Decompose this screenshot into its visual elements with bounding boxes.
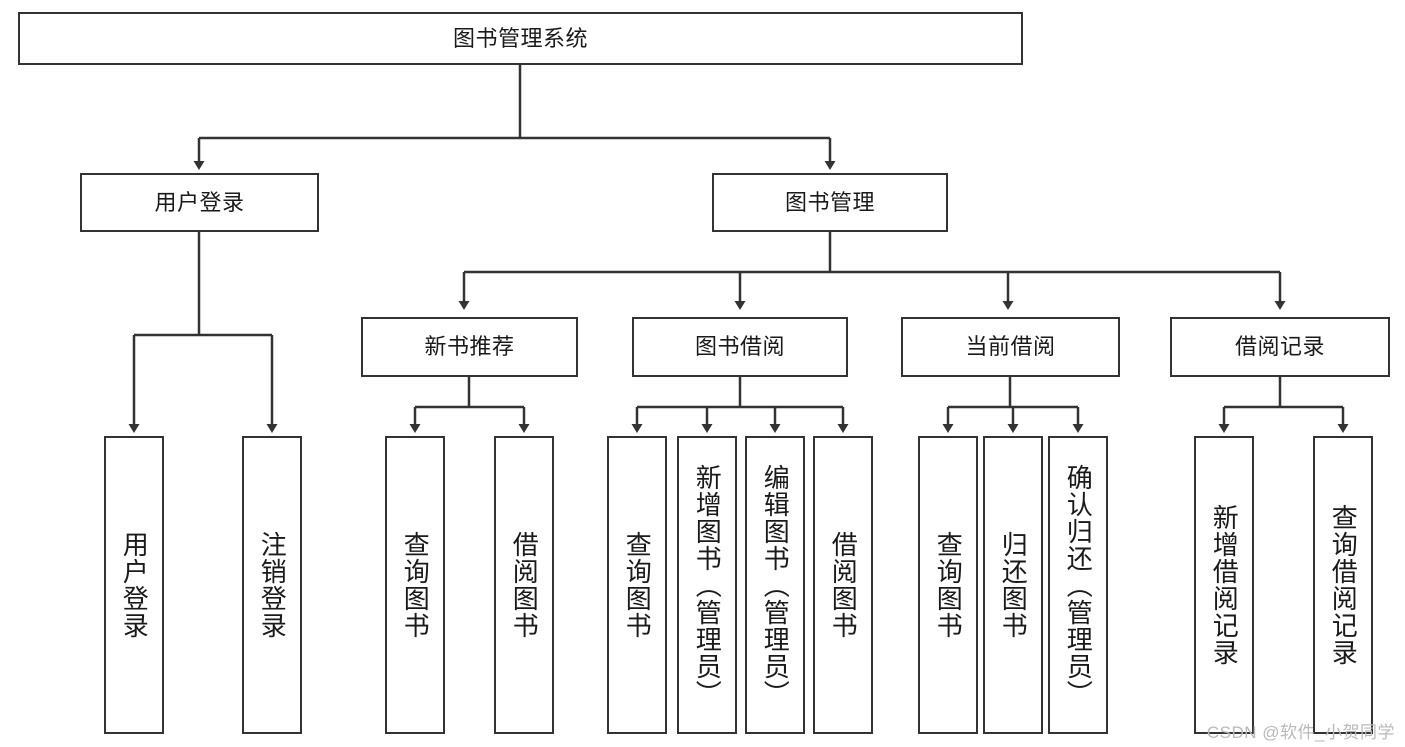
node-book-management-label: 图书管理 xyxy=(784,189,875,215)
node-borrow-record[interactable]: 借阅记录 xyxy=(1170,317,1390,377)
leaf-borrow-record-add[interactable]: 新增借阅记录 xyxy=(1194,436,1254,734)
node-new-book-recommend[interactable]: 新书推荐 xyxy=(361,317,578,377)
node-root-book-management-system[interactable]: 图书管理系统 xyxy=(18,12,1023,65)
leaf-label: 查询图书 xyxy=(622,531,653,639)
leaf-label: 新增借阅记录 xyxy=(1209,504,1240,666)
node-current-borrow[interactable]: 当前借阅 xyxy=(901,317,1120,377)
node-current-borrow-label: 当前借阅 xyxy=(965,334,1056,360)
leaf-new-book-query[interactable]: 查询图书 xyxy=(385,436,445,734)
leaf-label: 用户登录 xyxy=(119,531,150,639)
leaf-current-borrow-confirm-return[interactable]: 确认归还（管理员） xyxy=(1048,436,1108,734)
node-borrow-record-label: 借阅记录 xyxy=(1234,334,1325,360)
leaf-new-book-borrow[interactable]: 借阅图书 xyxy=(494,436,554,734)
node-new-book-recommend-label: 新书推荐 xyxy=(424,334,515,360)
leaf-label: 编辑图书（管理员） xyxy=(760,463,791,707)
leaf-label: 新增图书（管理员） xyxy=(692,463,723,707)
node-user-login-label: 用户登录 xyxy=(154,189,245,215)
leaf-user-login-signin[interactable]: 用户登录 xyxy=(104,436,164,734)
node-book-borrow[interactable]: 图书借阅 xyxy=(632,317,848,377)
node-book-borrow-label: 图书借阅 xyxy=(694,334,785,360)
leaf-label: 借阅图书 xyxy=(828,531,859,639)
leaf-current-borrow-return[interactable]: 归还图书 xyxy=(983,436,1043,734)
leaf-label: 查询借阅记录 xyxy=(1328,504,1359,666)
leaf-label: 查询图书 xyxy=(933,531,964,639)
node-book-management[interactable]: 图书管理 xyxy=(712,173,948,232)
leaf-label: 借阅图书 xyxy=(509,531,540,639)
node-user-login[interactable]: 用户登录 xyxy=(80,173,319,232)
leaf-book-borrow-add[interactable]: 新增图书（管理员） xyxy=(677,436,737,734)
leaf-current-borrow-query[interactable]: 查询图书 xyxy=(918,436,978,734)
leaf-label: 查询图书 xyxy=(400,531,431,639)
leaf-label: 注销登录 xyxy=(257,531,288,639)
node-root-label: 图书管理系统 xyxy=(452,25,588,51)
leaf-borrow-record-query[interactable]: 查询借阅记录 xyxy=(1313,436,1373,734)
leaf-label: 确认归还（管理员） xyxy=(1063,463,1094,707)
leaf-label: 归还图书 xyxy=(998,531,1029,639)
leaf-book-borrow-edit[interactable]: 编辑图书（管理员） xyxy=(745,436,805,734)
leaf-user-login-signout[interactable]: 注销登录 xyxy=(242,436,302,734)
leaf-book-borrow-query[interactable]: 查询图书 xyxy=(607,436,667,734)
leaf-book-borrow-lend[interactable]: 借阅图书 xyxy=(813,436,873,734)
